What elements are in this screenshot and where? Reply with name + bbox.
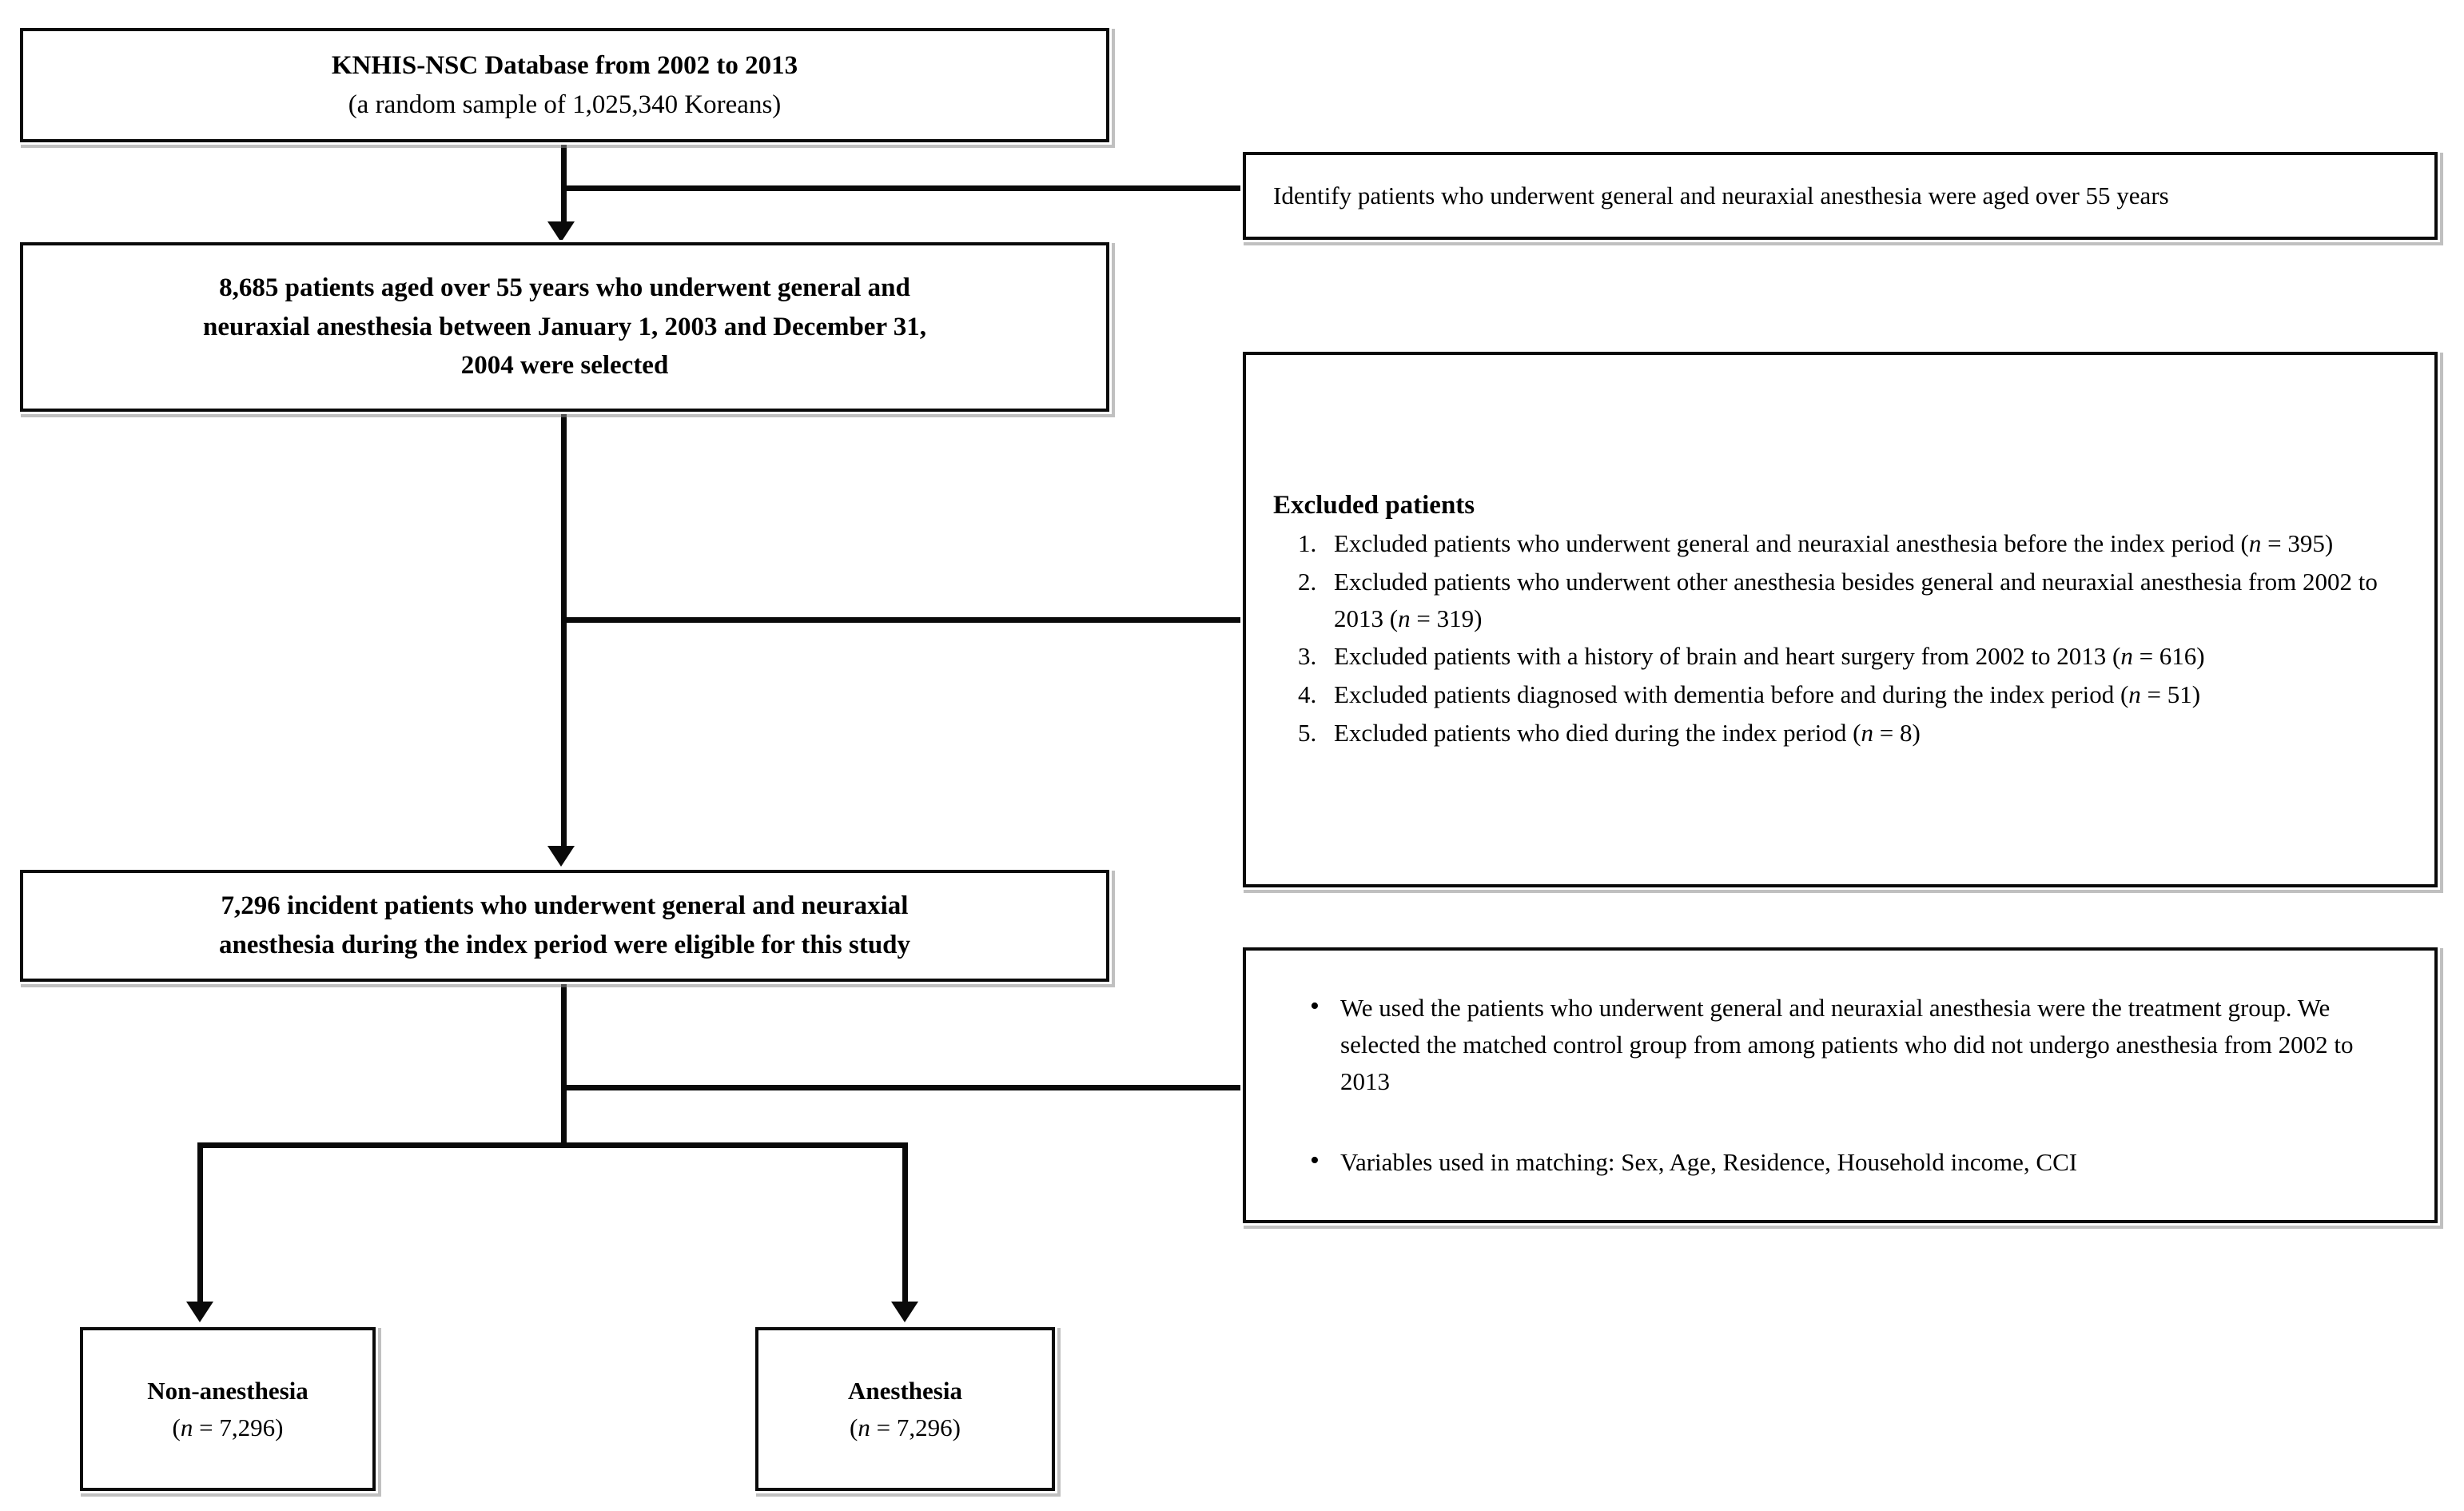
node-eligible-cohort: 7,296 incident patients who underwent ge… (20, 870, 1109, 982)
paren-close: ) (275, 1413, 284, 1441)
n-close: ) (2191, 680, 2201, 709)
paren-close: ) (952, 1413, 961, 1441)
connector-selected-to-eligible (561, 412, 567, 850)
connector-eligible-to-split (561, 982, 567, 1146)
connector-split-to-control (197, 1142, 203, 1306)
matching-bullet: Variables used in matching: Sex, Age, Re… (1305, 1141, 2407, 1181)
source-line-2: (a random sample of 1,025,340 Koreans) (348, 90, 782, 119)
n-symbol: n (2248, 528, 2262, 557)
n-value: 395 (2287, 528, 2325, 557)
n-symbol: n (2120, 642, 2133, 671)
n-equals: = (870, 1413, 897, 1441)
excluded-item-text: Excluded patients diagnosed with dementi… (1334, 680, 2129, 709)
arrow-into-selected (547, 221, 575, 242)
paren-open: ( (172, 1413, 181, 1441)
node-matching-description: We used the patients who underwent gener… (1243, 947, 2438, 1223)
arrow-into-treatment-group (891, 1302, 918, 1322)
connector-spine-to-matching (561, 1085, 1245, 1090)
arrow-into-eligible (547, 846, 575, 867)
treatment-group-count: (n = 7,296) (850, 1409, 961, 1446)
n-value: 319 (1436, 604, 1475, 632)
eligible-line-1: 7,296 incident patients who underwent ge… (221, 891, 909, 921)
excluded-item: Excluded patients who died during the in… (1323, 715, 2407, 752)
n-symbol: n (180, 1413, 193, 1441)
n-symbol: n (1398, 604, 1411, 632)
connector-split-to-treatment (902, 1142, 908, 1306)
n-symbol: n (858, 1413, 870, 1441)
n-equals: = (2140, 680, 2167, 709)
excluded-item: Excluded patients who underwent other an… (1323, 564, 2407, 637)
excluded-item: Excluded patients diagnosed with dementi… (1323, 676, 2407, 713)
n-close: ) (1474, 604, 1483, 632)
n-symbol: n (2128, 680, 2141, 709)
n-value: 616 (2159, 642, 2197, 671)
arrow-into-control-group (186, 1302, 213, 1322)
control-group-count: (n = 7,296) (173, 1409, 284, 1446)
n-equals: = (1873, 719, 1900, 748)
n-close: ) (2324, 528, 2334, 557)
n-symbol: n (1861, 719, 1873, 748)
n-close: ) (2196, 642, 2205, 671)
n-equals: = (2261, 528, 2288, 557)
source-line-1: KNHIS-NSC Database from 2002 to 2013 (331, 50, 798, 80)
connector-source-to-selected (561, 142, 567, 226)
excluded-list: Excluded patients who underwent general … (1273, 525, 2407, 753)
n-equals: = (2132, 642, 2159, 671)
n-equals: = (193, 1413, 220, 1441)
node-group-anesthesia: Anesthesia (n = 7,296) (755, 1327, 1055, 1491)
selected-line-2: neuraxial anesthesia between January 1, … (202, 312, 927, 341)
node-source-database: KNHIS-NSC Database from 2002 to 2013 (a … (20, 28, 1109, 142)
excluded-heading: Excluded patients (1273, 490, 1475, 520)
excluded-item: Excluded patients who underwent general … (1323, 525, 2407, 562)
n-value: 7,296 (219, 1413, 276, 1441)
treatment-group-label: Anesthesia (848, 1376, 962, 1405)
connector-split-bar (197, 1142, 908, 1148)
selected-line-1: 8,685 patients aged over 55 years who un… (219, 273, 910, 302)
connector-spine-to-identify (561, 185, 1245, 191)
excluded-item-text: Excluded patients who underwent general … (1334, 528, 2249, 557)
excluded-item-text: Excluded patients with a history of brai… (1334, 642, 2121, 671)
node-identify-criteria: Identify patients who underwent general … (1243, 152, 2438, 240)
eligible-line-2: anesthesia during the index period were … (218, 931, 911, 959)
matching-bullet-list: We used the patients who underwent gener… (1273, 987, 2407, 1182)
control-group-label: Non-anesthesia (147, 1376, 308, 1405)
n-value: 8 (1899, 719, 1913, 748)
matching-bullet: We used the patients who underwent gener… (1305, 987, 2407, 1100)
identify-text: Identify patients who underwent general … (1273, 181, 2169, 210)
node-excluded-patients: Excluded patients Excluded patients who … (1243, 352, 2438, 887)
excluded-item-text: Excluded patients who died during the in… (1334, 719, 1861, 748)
excluded-item: Excluded patients with a history of brai… (1323, 638, 2407, 675)
selected-line-3: 2004 were selected (460, 351, 669, 381)
node-selected-cohort: 8,685 patients aged over 55 years who un… (20, 242, 1109, 412)
paren-open: ( (850, 1413, 858, 1441)
n-value: 7,296 (896, 1413, 953, 1441)
connector-spine-to-excluded (561, 617, 1245, 623)
node-group-non-anesthesia: Non-anesthesia (n = 7,296) (80, 1327, 376, 1491)
excluded-item-text: Excluded patients who underwent other an… (1334, 567, 2378, 632)
n-equals: = (1410, 604, 1437, 632)
n-close: ) (1912, 719, 1921, 748)
n-value: 51 (2167, 680, 2192, 709)
